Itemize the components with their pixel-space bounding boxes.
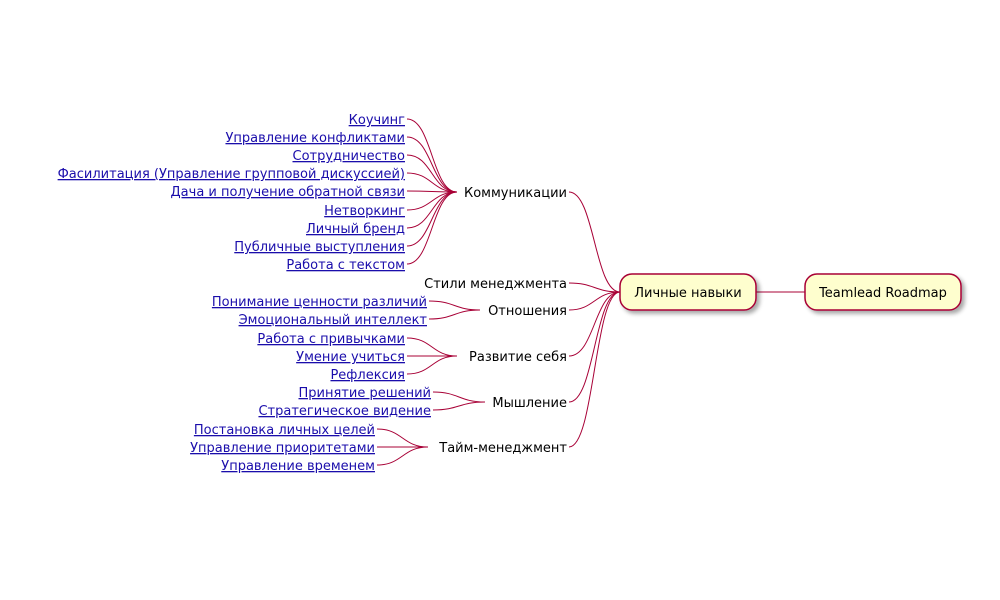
connector-branch-0-leaf-3	[406, 172, 458, 193]
connector-branch-5-leaf-2	[376, 446, 429, 466]
branch-label-thinking: Мышление	[492, 396, 567, 411]
connector-center-branch-1	[568, 282, 621, 293]
center-node: Личные навыки	[619, 273, 757, 311]
leaf-coaching[interactable]: Коучинг	[349, 113, 406, 128]
connector-branch-4-leaf-1	[432, 401, 486, 411]
leaf-personal-brand[interactable]: Личный бренд	[306, 222, 405, 237]
root-node-box	[804, 273, 962, 311]
center-node-label: Личные навыки	[634, 286, 742, 301]
leaf-feedback[interactable]: Дача и получение обратной связи	[171, 185, 405, 200]
branch-label-time-management: Тайм-менеджмент	[438, 441, 567, 456]
connector-branch-2-leaf-0	[428, 300, 481, 311]
leaf-strategic-vision[interactable]: Стратегическое видение	[258, 404, 431, 419]
leaf-habits[interactable]: Работа с привычками	[257, 332, 405, 347]
leaf-valuing-differences[interactable]: Понимание ценности различий	[212, 295, 427, 310]
connector-center-branch-5	[568, 291, 621, 448]
center-node-box	[619, 273, 757, 311]
leaf-learning[interactable]: Умение учиться	[296, 350, 405, 365]
leaf-reflection[interactable]: Рефлексия	[330, 368, 405, 383]
leaf-conflict-management[interactable]: Управление конфликтами	[225, 131, 405, 146]
branch-label-communications: Коммуникации	[464, 186, 567, 201]
leaf-time-management[interactable]: Управление временем	[221, 459, 375, 474]
connector-branch-4-leaf-0	[432, 391, 486, 403]
connector-branch-0-leaf-6	[406, 191, 458, 229]
connector-branch-0-leaf-8	[406, 191, 458, 265]
leaf-priorities[interactable]: Управление приоритетами	[190, 441, 375, 456]
leaf-facilitation[interactable]: Фасилитация (Управление групповой дискус…	[58, 167, 405, 182]
connector-branch-0-leaf-0	[406, 118, 458, 193]
leaf-writing[interactable]: Работа с текстом	[286, 258, 405, 273]
branch-label-management-styles: Стили менеджмента	[424, 277, 567, 292]
connector-branch-0-leaf-7	[406, 191, 458, 247]
connector-center-branch-0	[568, 191, 621, 293]
connector-branch-0-leaf-1	[406, 136, 458, 193]
connector-branch-3-leaf-2	[406, 355, 458, 375]
root-node-label: Teamlead Roadmap	[818, 286, 947, 301]
connector-center-branch-3	[568, 291, 621, 357]
leaf-emotional-intelligence[interactable]: Эмоциональный интеллект	[239, 313, 428, 328]
leaf-decision-making[interactable]: Принятие решений	[299, 386, 432, 401]
branch-label-self-development: Развитие себя	[469, 350, 567, 365]
connector-center-branch-2	[568, 291, 621, 311]
connector-branch-2-leaf-1	[428, 309, 481, 320]
leaf-public-speaking[interactable]: Публичные выступления	[234, 240, 405, 255]
connector-center-branch-4	[568, 291, 621, 403]
leaf-personal-goals[interactable]: Постановка личных целей	[194, 423, 375, 438]
connector-branch-3-leaf-0	[406, 337, 458, 357]
leaf-collaboration[interactable]: Сотрудничество	[293, 149, 406, 164]
branch-label-relationships: Отношения	[488, 304, 567, 319]
connector-lines	[376, 118, 805, 466]
connector-branch-5-leaf-0	[376, 428, 429, 448]
root-node: Teamlead Roadmap	[804, 273, 962, 311]
leaf-networking[interactable]: Нетворкинг	[324, 204, 405, 219]
